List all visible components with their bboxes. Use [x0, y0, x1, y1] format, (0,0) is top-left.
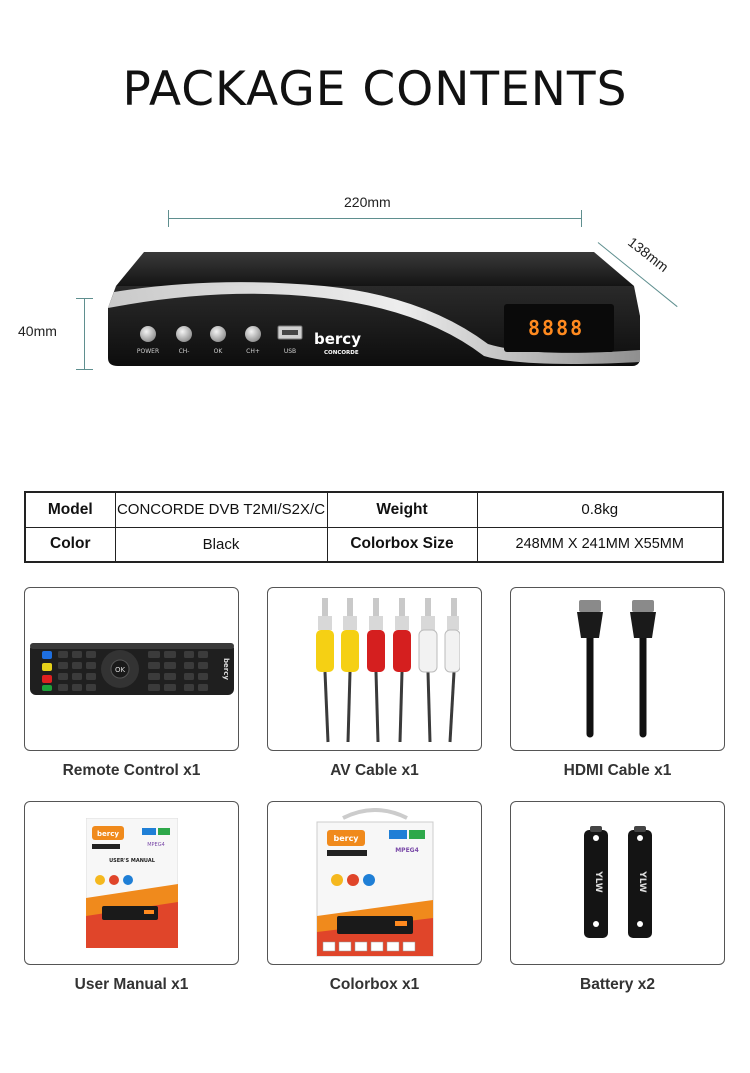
item-image-frame: YLW YLW	[510, 801, 725, 965]
svg-text:bercy: bercy	[333, 834, 359, 843]
svg-text:OK: OK	[114, 666, 125, 674]
device-sub-brand: CONCORDE	[324, 350, 359, 356]
svg-text:YLW: YLW	[593, 870, 603, 893]
model-value: CONCORDE DVB T2MI/S2X/C	[114, 491, 328, 528]
color-key: Color	[24, 526, 116, 563]
led-display: 8888	[528, 316, 584, 340]
item-image-frame	[267, 587, 482, 751]
colorbox-size-key: Colorbox Size	[326, 526, 478, 563]
svg-text:YLW: YLW	[637, 870, 647, 893]
channel-down-label: CH-	[179, 348, 190, 355]
page-title: PACKAGE CONTENTS	[122, 62, 628, 117]
ok-button	[210, 326, 226, 342]
svg-text:bercy: bercy	[222, 658, 230, 680]
hdmi-cable-icon	[576, 600, 656, 738]
item-caption: Colorbox x1	[329, 976, 420, 993]
package-item-user-manual: bercy MPEG4 USER'S MANUAL User Manual x1	[24, 801, 239, 994]
ok-label: OK	[214, 348, 224, 355]
weight-key: Weight	[326, 491, 478, 528]
colorbox-size-value: 248MM X 241MM X55MM	[476, 526, 724, 563]
svg-text:MPEG4: MPEG4	[147, 842, 165, 848]
width-dimension-line	[168, 210, 582, 227]
item-caption: User Manual x1	[74, 976, 189, 993]
channel-up-button	[245, 326, 261, 342]
power-button	[140, 326, 156, 342]
height-dimension-line	[76, 298, 93, 370]
av-cable-icon	[315, 598, 460, 743]
function-buttons	[140, 326, 261, 342]
model-key: Model	[24, 491, 116, 528]
table-row: Model CONCORDE DVB T2MI/S2X/C Weight 0.8…	[24, 491, 724, 528]
set-top-box-image: POWER CH- OK CH+ USB bercy CONCORDE 8888	[108, 252, 640, 366]
table-row: Color Black Colorbox Size 248MM X 241MM …	[24, 526, 724, 563]
item-caption: Remote Control x1	[62, 762, 201, 779]
user-manual-icon: bercy MPEG4 USER'S MANUAL	[85, 818, 178, 948]
remote-control-icon: OK bercy	[29, 643, 234, 695]
item-caption: Battery x2	[580, 976, 655, 993]
item-caption: HDMI Cable x1	[563, 762, 672, 779]
package-item-av-cable: AV Cable x1	[267, 587, 482, 780]
channel-down-button	[176, 326, 192, 342]
package-item-colorbox: bercy MPEG4 Colorbox x1	[267, 801, 482, 994]
power-label: POWER	[137, 348, 159, 355]
colorbox-icon: bercy MPEG4	[316, 808, 433, 957]
svg-text:MPEG4: MPEG4	[395, 847, 419, 854]
item-caption: AV Cable x1	[330, 762, 419, 779]
product-hero: 220mm 138mm 40mm	[0, 180, 750, 400]
svg-text:bercy: bercy	[97, 830, 119, 838]
device-brand-logo: bercy	[314, 330, 361, 348]
svg-text:USER'S MANUAL: USER'S MANUAL	[109, 858, 156, 864]
package-item-battery: YLW YLW Battery x2	[510, 801, 725, 994]
spec-table: Model CONCORDE DVB T2MI/S2X/C Weight 0.8…	[24, 491, 724, 563]
package-item-hdmi-cable: HDMI Cable x1	[510, 587, 725, 780]
package-item-remote-control: OK bercy Remote Control x1	[24, 587, 239, 780]
item-image-frame	[510, 587, 725, 751]
width-dimension-label: 220mm	[344, 194, 391, 210]
weight-value: 0.8kg	[476, 491, 724, 528]
usb-label: USB	[284, 348, 296, 355]
item-image-frame: bercy MPEG4	[267, 801, 482, 965]
height-dimension-label: 40mm	[18, 323, 57, 339]
channel-up-label: CH+	[246, 348, 260, 355]
item-image-frame: bercy MPEG4 USER'S MANUAL	[24, 801, 239, 965]
battery-icon: YLW YLW	[583, 826, 652, 938]
color-value: Black	[114, 526, 328, 563]
item-image-frame: OK bercy	[24, 587, 239, 751]
